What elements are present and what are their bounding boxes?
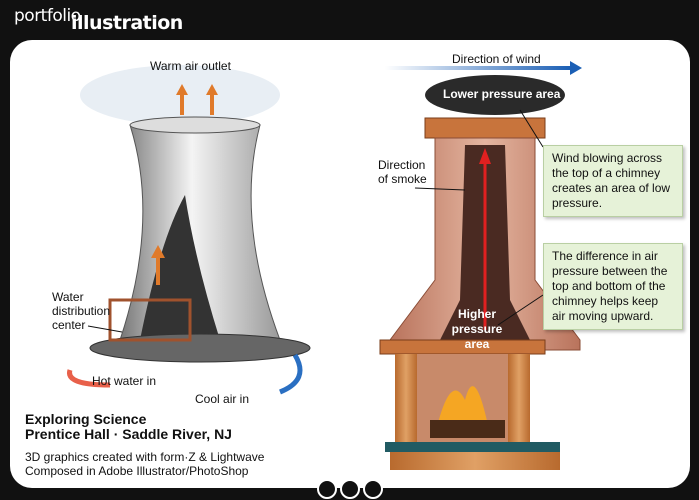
air-arrow-up (151, 245, 165, 258)
label-line: center (52, 318, 86, 332)
pager (317, 479, 383, 499)
label-line: distribution (52, 304, 111, 318)
credit-tools: 3D graphics created with form·Z & Lightw… (25, 450, 264, 478)
section-title: illustration (71, 12, 183, 34)
label-water-distribution: Water distribution center (52, 290, 110, 332)
label-line: of smoke (378, 172, 427, 186)
label-line: pressure (451, 322, 503, 336)
pager-dot-2[interactable] (340, 479, 360, 499)
label-higher-pressure: Higher pressure area (442, 307, 512, 352)
callout-pressure-difference: The difference in air pressure between t… (543, 243, 683, 330)
label-line: Higher (457, 307, 496, 321)
credit-line: 3D graphics created with form·Z & Lightw… (25, 450, 265, 464)
label-line: Direction (378, 158, 426, 172)
pager-dot-3[interactable] (363, 479, 383, 499)
wind-arrow (385, 66, 570, 70)
pager-dot-1[interactable] (317, 479, 337, 499)
illustration-panel: Warm air outlet Water distribution cente… (10, 40, 690, 488)
callout-low-pressure: Wind blowing across the top of a chimney… (543, 145, 683, 217)
label-cool-air-in: Cool air in (195, 392, 250, 406)
label-warm-air-outlet: Warm air outlet (150, 59, 231, 73)
credit-publisher: Prentice Hall · Saddle River, NJ (25, 426, 232, 442)
label-lower-pressure: Lower pressure area (443, 87, 561, 101)
credit-line: Composed in Adobe Illustrator/PhotoShop (25, 464, 249, 478)
tower-interior (140, 195, 220, 340)
portfolio-label: portfolio (14, 6, 81, 26)
label-hot-water-in: Hot water in (92, 374, 157, 388)
label-direction-of-wind: Direction of wind (452, 52, 541, 66)
hot-water-arrow (67, 369, 111, 388)
smoke-cloud (425, 75, 565, 115)
label-direction-of-smoke: Direction of smoke (378, 158, 427, 186)
cool-air-arrow (278, 353, 303, 395)
label-line: area (464, 337, 490, 351)
credits: Exploring Science Prentice Hall · Saddle… (25, 411, 264, 479)
credit-title: Exploring Science (25, 411, 147, 427)
label-line: Water (52, 290, 84, 304)
illustration-artwork (67, 61, 582, 470)
